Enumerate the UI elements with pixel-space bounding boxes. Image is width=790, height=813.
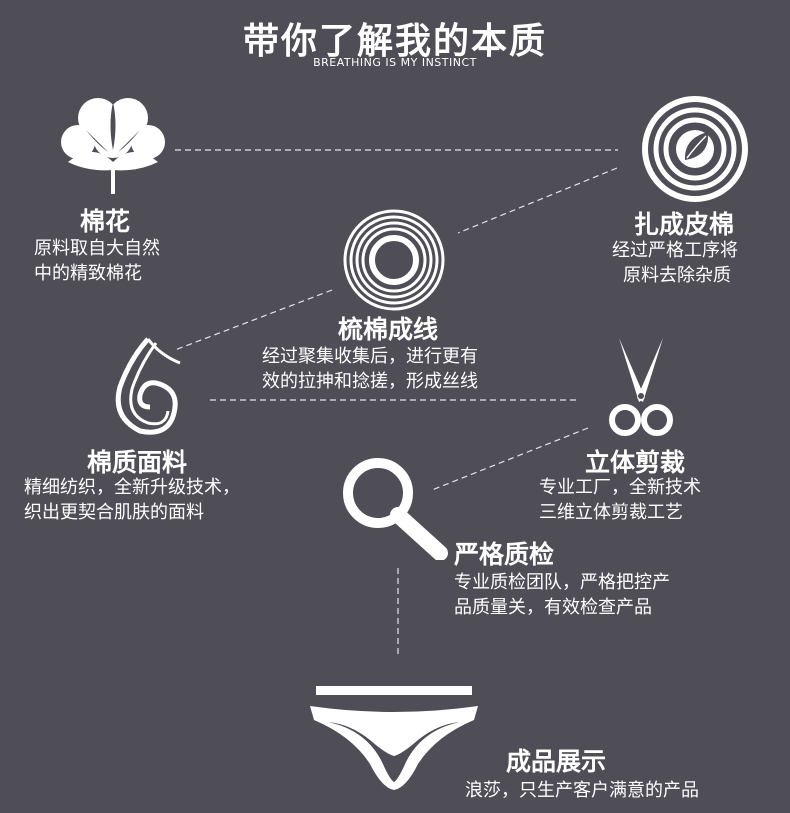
step-product-title: 成品展示 [506, 747, 607, 776]
step-cutting-title: 立体剪裁 [585, 448, 686, 477]
yarn-spool-icon [343, 209, 445, 311]
step-lint-title: 扎成皮棉 [634, 210, 735, 239]
step-yarn-desc-2: 效的拉抻和捻搓，形成丝线 [262, 371, 478, 392]
step-yarn-title: 梳棉成线 [338, 315, 439, 344]
step-cutting-desc-1: 专业工厂，全新技术 [539, 477, 701, 498]
cotton-icon [61, 98, 165, 194]
step-cutting-desc-2: 三维立体剪裁工艺 [539, 502, 683, 523]
fabric-fold-icon [115, 337, 181, 435]
step-cotton-desc-2: 中的精致棉花 [34, 263, 142, 284]
page-title: 带你了解我的本质 [242, 21, 547, 62]
step-fabric-title: 棉质面料 [87, 448, 188, 477]
step-fabric-desc-2: 织出更契合肌肤的面料 [24, 502, 204, 523]
step-lint-desc-1: 经过严格工序将 [612, 240, 738, 261]
page-subtitle: BREATHING IS MY INSTINCT [313, 56, 477, 69]
underwear-icon [310, 686, 478, 790]
step-cotton-desc-1: 原料取自大自然 [34, 238, 160, 259]
step-cotton-title: 棉花 [80, 207, 131, 236]
connector-yarn-fabric [174, 289, 333, 351]
scissors-icon [609, 338, 673, 436]
connector-lint-yarn [457, 167, 618, 234]
step-qc-desc-1: 专业质检团队，严格把控产 [454, 572, 670, 593]
step-product-desc-1: 浪莎，只生产客户满意的产品 [465, 780, 699, 801]
leaf-circle-icon [642, 96, 748, 202]
magnifier-icon [343, 458, 448, 560]
step-yarn-desc-1: 经过聚集收集后，进行更有 [262, 346, 478, 367]
connector-cutting-qc [431, 427, 589, 491]
step-qc-desc-2: 品质量关，有效检查产品 [454, 597, 652, 618]
step-lint-desc-2: 原料去除杂质 [623, 265, 731, 286]
step-fabric-desc-1: 精细纺织，全新升级技术， [24, 477, 240, 498]
step-qc-title: 严格质检 [454, 540, 555, 569]
